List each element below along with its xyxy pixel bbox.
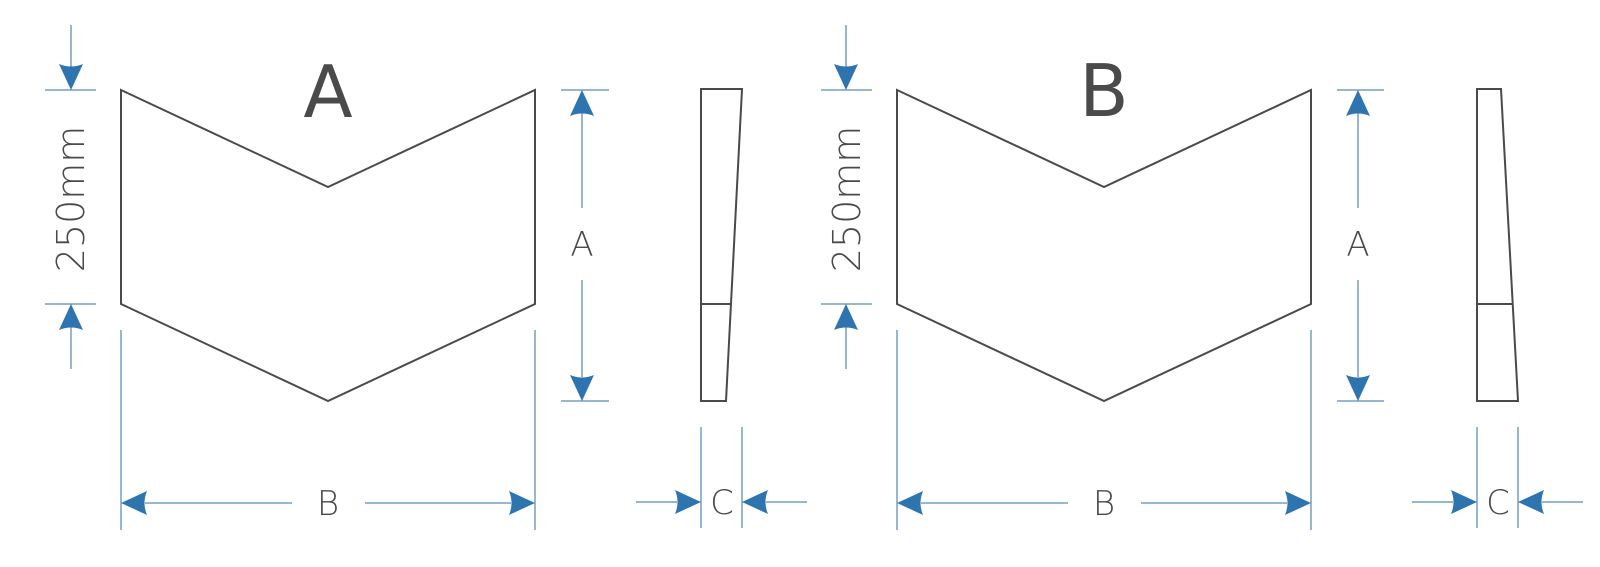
arrow-left-icon: [742, 490, 768, 514]
arrow-up-icon: [834, 304, 858, 330]
panel-b-height-dimension: 250mm: [821, 25, 872, 369]
arrow-right-icon: [675, 490, 701, 514]
panel-b-dim-width-label: B: [1093, 484, 1115, 524]
panel-a-dim-width-label: B: [317, 484, 339, 524]
panel-a-height-label: 250mm: [49, 126, 93, 273]
panel-b-dim-height-label: A: [1346, 225, 1369, 265]
panel-b-title: B: [1079, 49, 1128, 133]
arrow-right-icon: [1285, 491, 1311, 515]
arrow-down-icon: [834, 64, 858, 90]
panel-b-dim-thickness-label: C: [1486, 483, 1510, 523]
panel-b-height-label: 250mm: [825, 126, 869, 273]
panel-a: A 250mm A B: [45, 25, 807, 530]
panel-a-thickness-dimension: C: [636, 427, 807, 528]
panel-a-width-dimension: B: [120, 330, 536, 530]
arrow-up-icon: [1346, 90, 1370, 116]
arrow-down-icon: [570, 375, 594, 401]
arrow-left-icon: [897, 491, 923, 515]
panel-b-width-dimension: B: [896, 330, 1312, 530]
arrow-up-icon: [59, 304, 83, 330]
arrow-right-icon: [509, 491, 535, 515]
panel-b-chevron-shape: [896, 88, 1312, 403]
panel-a-side-profile: [700, 88, 744, 402]
arrow-right-icon: [1451, 490, 1477, 514]
panel-a-height-dimension: 250mm: [45, 25, 96, 369]
panel-a-title: A: [303, 50, 352, 134]
panel-a-dim-height-label: A: [570, 225, 593, 265]
arrow-down-icon: [59, 64, 83, 90]
panel-b: B 250mm A B: [821, 25, 1583, 530]
panel-b-side-profile: [1476, 88, 1520, 402]
arrow-down-icon: [1346, 375, 1370, 401]
arrow-left-icon: [1518, 490, 1544, 514]
panel-a-dim-thickness-label: C: [710, 483, 734, 523]
panel-a-chevron-shape: [120, 88, 536, 403]
panel-b-thickness-dimension: C: [1412, 427, 1583, 528]
arrow-up-icon: [570, 90, 594, 116]
panel-a-side-height-dimension: A: [561, 89, 609, 402]
panel-b-side-height-dimension: A: [1337, 89, 1384, 402]
arrow-left-icon: [121, 491, 147, 515]
